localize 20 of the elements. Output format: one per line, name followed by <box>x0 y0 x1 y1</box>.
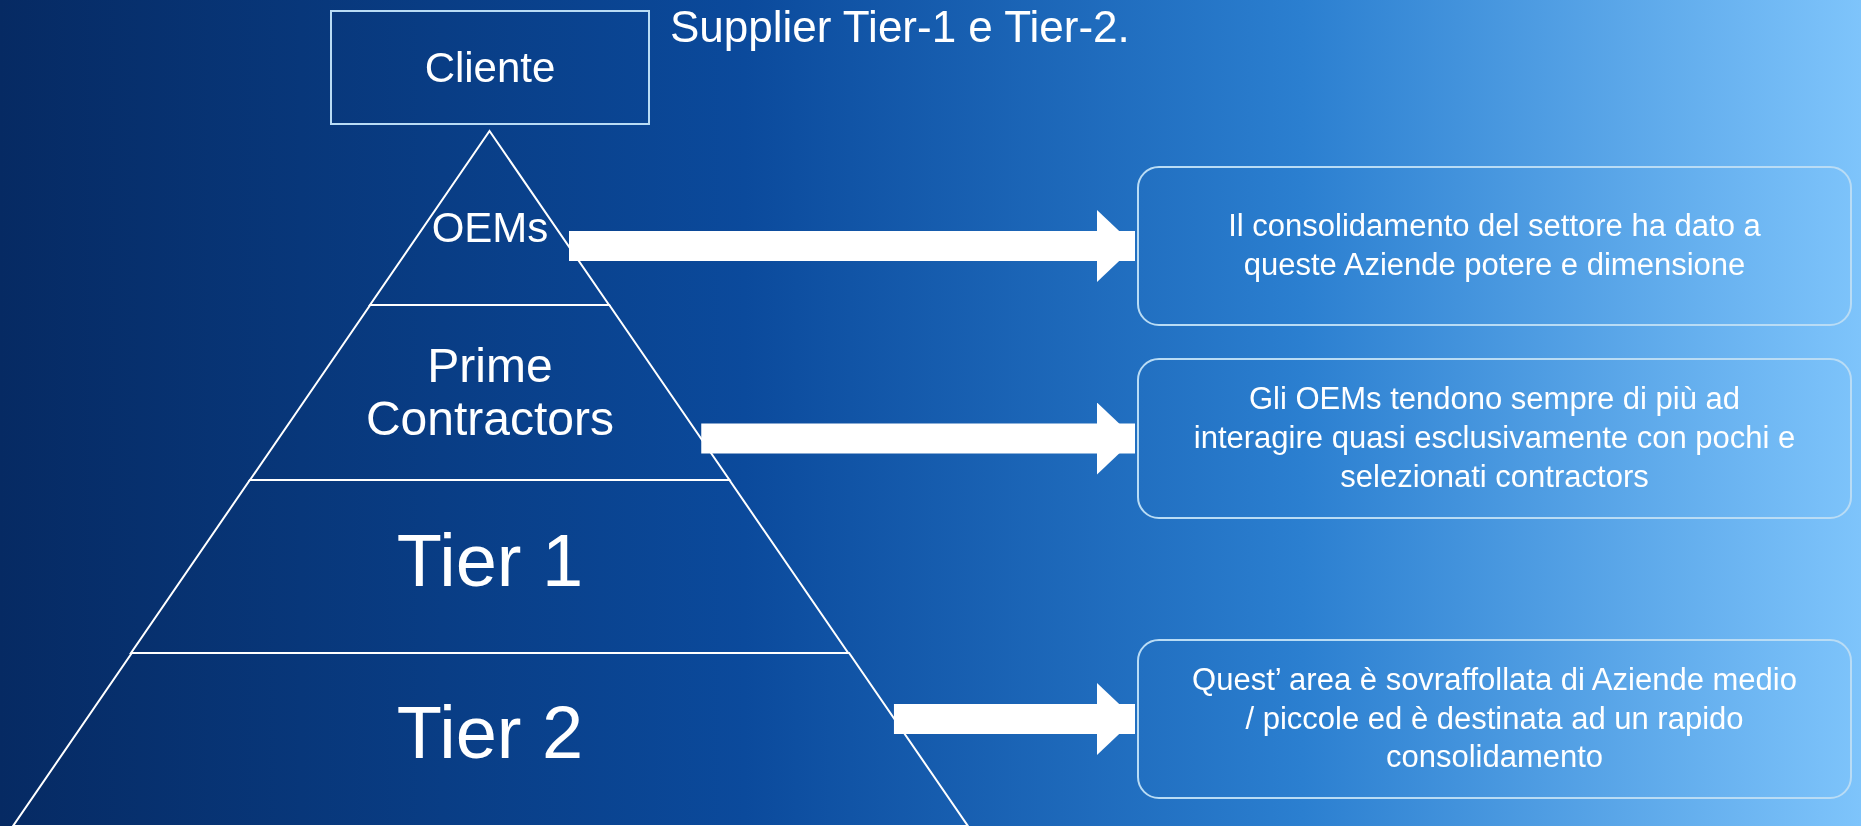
block-arrow <box>569 210 1135 282</box>
pyramid-tier <box>12 653 968 826</box>
box-label: Cliente <box>424 43 556 92</box>
tier-label: Tier 1 <box>395 520 585 602</box>
block-arrow <box>893 683 1135 755</box>
note-card <box>1137 358 1852 519</box>
note-text: Gli OEMs tendono sempre di più ad interagire quasi esclusivamente con pochi e selezionati contractors <box>1192 380 1797 496</box>
note-text: Quest’ area è sovraffollata di Aziende medio / piccole ed è destinata ad un rapido consolidamento <box>1191 660 1798 777</box>
pyramid-tier <box>250 305 730 480</box>
tier-label: OEMs <box>430 205 550 252</box>
heading-text: Supplier Tier-1 e Tier-2. <box>670 2 1130 52</box>
block-arrow <box>701 402 1135 475</box>
note-text: Il consolidamento del settore ha dato a queste Aziende potere e dimensione <box>1227 207 1762 284</box>
tier-label: Prime Contractors <box>364 340 616 446</box>
tier-label: Tier 2 <box>395 692 585 774</box>
note-card <box>1137 639 1852 799</box>
pyramid-tier <box>131 480 849 653</box>
pyramid-tier <box>370 131 610 305</box>
customer-box <box>330 10 650 125</box>
note-card <box>1137 166 1852 326</box>
